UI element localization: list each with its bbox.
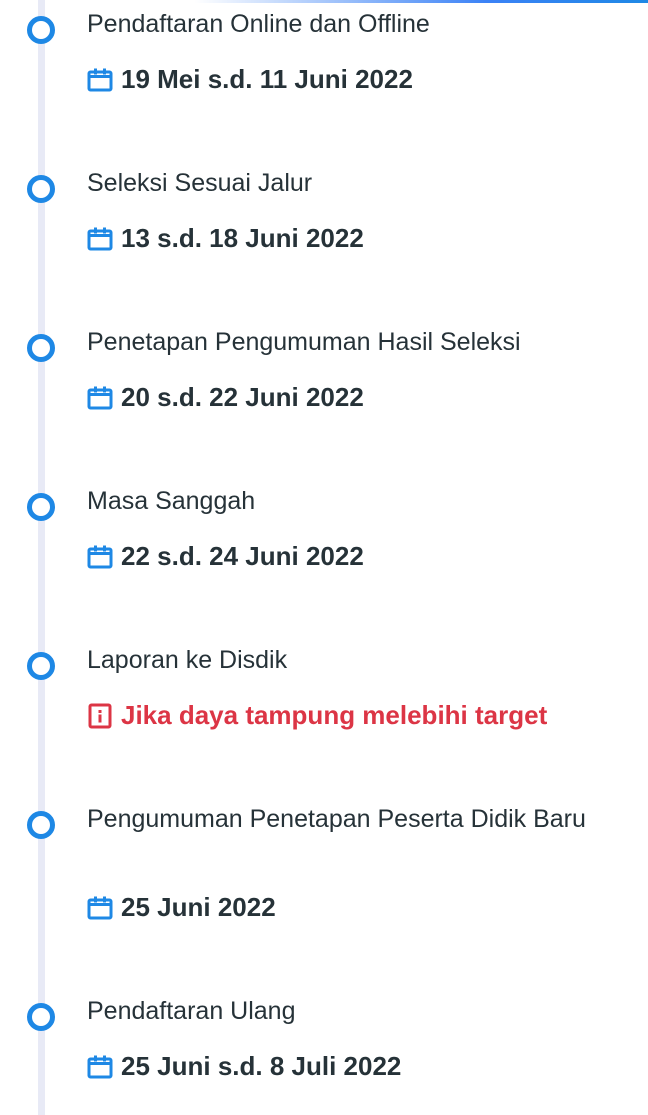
event-title: Penetapan Pengumuman Hasil Seleksi bbox=[87, 328, 521, 356]
event-date-text: 19 Mei s.d. 11 Juni 2022 bbox=[121, 64, 413, 94]
event-title: Pendaftaran Online dan Offline bbox=[87, 10, 430, 38]
event-date-text: 25 Juni 2022 bbox=[121, 892, 276, 922]
event-date: 22 s.d. 24 Juni 2022 bbox=[87, 541, 364, 572]
event-date: 13 s.d. 18 Juni 2022 bbox=[87, 223, 364, 254]
event-date: 20 s.d. 22 Juni 2022 bbox=[87, 382, 364, 413]
calendar-icon bbox=[87, 67, 113, 93]
timeline-marker bbox=[27, 1003, 55, 1031]
timeline-marker bbox=[27, 16, 55, 44]
timeline-marker bbox=[27, 334, 55, 362]
event-title: Seleksi Sesuai Jalur bbox=[87, 169, 313, 197]
calendar-icon bbox=[87, 1054, 113, 1080]
event-date-text: 20 s.d. 22 Juni 2022 bbox=[121, 382, 364, 412]
timeline-line bbox=[38, 0, 45, 1115]
timeline-marker bbox=[27, 652, 55, 680]
event-date-text: 22 s.d. 24 Juni 2022 bbox=[121, 541, 364, 571]
event-title: Masa Sanggah bbox=[87, 487, 256, 515]
event-date-text: 13 s.d. 18 Juni 2022 bbox=[121, 223, 364, 253]
event-title: Pendaftaran Ulang bbox=[87, 997, 296, 1025]
calendar-icon bbox=[87, 895, 113, 921]
timeline-marker bbox=[27, 811, 55, 839]
event-date: 25 Juni 2022 bbox=[87, 892, 276, 923]
top-edge-accent bbox=[0, 0, 648, 3]
timeline-marker bbox=[27, 175, 55, 203]
timeline-marker bbox=[27, 493, 55, 521]
event-note: Jika daya tampung melebihi target bbox=[87, 700, 547, 731]
event-title: Pengumuman Penetapan Peserta Didik Baru bbox=[87, 805, 586, 833]
calendar-icon bbox=[87, 385, 113, 411]
calendar-icon bbox=[87, 544, 113, 570]
event-note-text: Jika daya tampung melebihi target bbox=[121, 700, 548, 730]
event-date-text: 25 Juni s.d. 8 Juli 2022 bbox=[121, 1051, 402, 1081]
info-icon bbox=[87, 703, 113, 729]
event-title: Laporan ke Disdik bbox=[87, 646, 288, 674]
calendar-icon bbox=[87, 226, 113, 252]
event-date: 25 Juni s.d. 8 Juli 2022 bbox=[87, 1051, 401, 1082]
event-date: 19 Mei s.d. 11 Juni 2022 bbox=[87, 64, 413, 95]
